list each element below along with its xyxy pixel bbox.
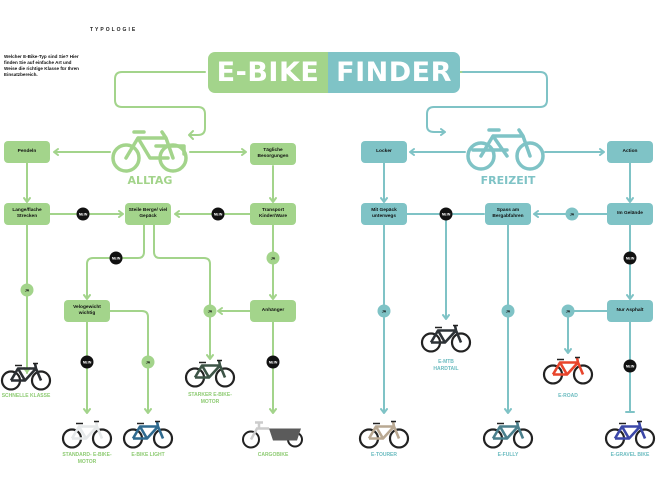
- bike-image-starker: [184, 358, 236, 393]
- node-strecken[interactable]: Lange/flache Strecken: [4, 203, 50, 225]
- node-besorgungen[interactable]: Tägliche Besorgungen: [250, 143, 296, 165]
- bike-image-eroad: [542, 355, 594, 390]
- node-gelaende[interactable]: Im Gelände: [607, 203, 653, 225]
- node-pendeln[interactable]: Pendeln: [4, 141, 50, 163]
- intro-text: Welcher E-Bike-Typ sind Sie? Hier finden…: [4, 54, 79, 77]
- category-freizeit: FREIZEIT: [480, 174, 536, 187]
- badge-no: NEIN: [623, 251, 637, 265]
- bike-image-etourer: [358, 419, 410, 454]
- badge-no: NEIN: [76, 207, 90, 221]
- alltag-bike-icon: [111, 130, 188, 173]
- bike-image-efully: [482, 419, 534, 454]
- badge-no: NEIN: [266, 355, 280, 369]
- node-anhaenger[interactable]: Anhänger: [250, 300, 296, 322]
- badge-yes: JA: [266, 251, 280, 265]
- bike-image-egravel: [604, 419, 656, 454]
- bike-image-cargobike: [241, 419, 305, 454]
- badge-yes: JA: [20, 283, 34, 297]
- node-locker[interactable]: Locker: [361, 141, 407, 163]
- title-banner: E-BIKE FINDER: [208, 52, 460, 93]
- bike-label: SCHNELLE KLASSE: [1, 393, 51, 399]
- node-bergab[interactable]: Spass am Bergabfahren: [485, 203, 531, 225]
- bike-label: STANDARD- E-BIKE-MOTOR: [62, 452, 112, 465]
- bike-label: E-BIKE LIGHT: [131, 452, 165, 458]
- bike-label: E-ROAD: [558, 393, 578, 399]
- bike-label: STARKER E-BIKE-MOTOR: [188, 392, 232, 405]
- category-alltag: ALLTAG: [127, 174, 173, 187]
- node-gepaeck[interactable]: Mit Gepäck unterwegs: [361, 203, 407, 225]
- bike-image-schnelle-klasse: [0, 361, 52, 396]
- badge-yes: JA: [561, 304, 575, 318]
- bike-image-light: [122, 419, 174, 454]
- badge-yes: JA: [141, 355, 155, 369]
- node-velogewicht[interactable]: Velogewicht wichtig: [64, 300, 110, 322]
- badge-no: NEIN: [623, 359, 637, 373]
- node-berge[interactable]: Steile Berge/ viel Gepäck: [125, 203, 171, 225]
- freizeit-bike-icon: [466, 128, 545, 171]
- bike-label: E-MTB HARDTAIL: [433, 359, 459, 372]
- section-kicker: TYPOLOGIE: [90, 27, 138, 33]
- node-transport[interactable]: Transport Kinder/Ware: [250, 203, 296, 225]
- badge-no: NEIN: [439, 207, 453, 221]
- badge-no: NEIN: [211, 207, 225, 221]
- badge-no: NEIN: [109, 251, 123, 265]
- bike-label: E-TOURER: [370, 452, 398, 458]
- bike-image-emtb-hardtail: [420, 323, 472, 358]
- badge-yes: JA: [565, 207, 579, 221]
- title-right: FINDER: [328, 52, 460, 93]
- node-asphalt[interactable]: Nur Asphalt: [607, 300, 653, 322]
- badge-yes: JA: [377, 304, 391, 318]
- badge-no: NEIN: [80, 355, 94, 369]
- node-action[interactable]: Action: [607, 141, 653, 163]
- bike-label: E-FULLY: [497, 452, 519, 458]
- badge-yes: JA: [501, 304, 515, 318]
- bike-image-standard: [61, 419, 113, 454]
- badge-yes: JA: [203, 304, 217, 318]
- bike-label: CARGOBIKE: [257, 452, 289, 458]
- title-left: E-BIKE: [208, 52, 328, 93]
- bike-label: E-GRAVEL BIKE: [610, 452, 650, 458]
